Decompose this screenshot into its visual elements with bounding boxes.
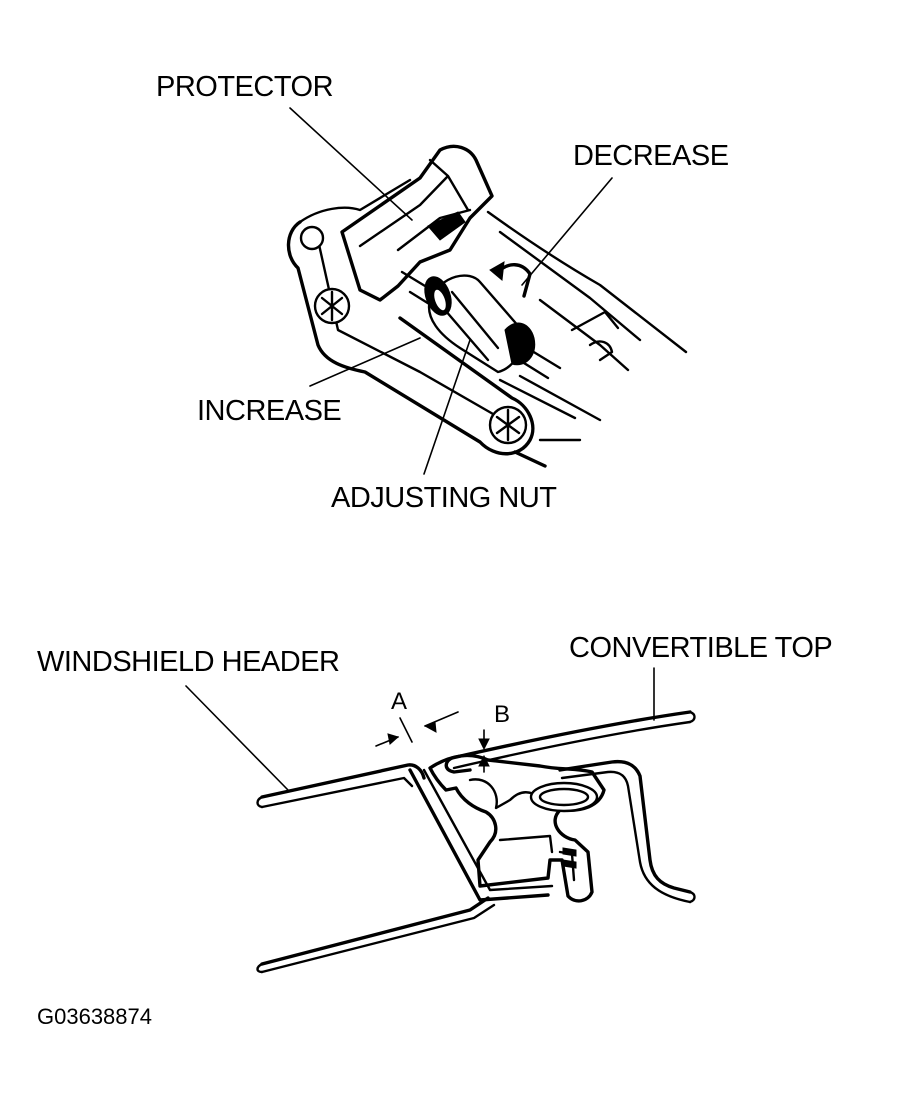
bolt-left-icon xyxy=(313,287,351,325)
dimension-markers xyxy=(375,711,490,773)
rail-clip xyxy=(570,310,620,362)
increase-leader xyxy=(309,337,421,387)
rail-lower-edge xyxy=(513,450,547,468)
rail-upper-2 xyxy=(498,230,642,372)
top-leader-lines xyxy=(289,107,613,475)
windshield-header-upper-skin-inner xyxy=(260,776,414,809)
hinge-arm-inner-edge xyxy=(316,238,502,420)
decrease-leader xyxy=(521,177,613,286)
hinge-arm-top-edge xyxy=(298,178,412,224)
label-windshield-header: WINDSHIELD HEADER xyxy=(37,646,340,678)
label-protector: PROTECTOR xyxy=(156,71,334,103)
seal-retainer-inner xyxy=(560,770,692,904)
protector-leader xyxy=(289,107,413,221)
adjusting-nut-leader xyxy=(423,339,471,475)
dimension-b-arrow-up xyxy=(478,754,490,767)
header-front-panel xyxy=(408,768,550,902)
pivot-hole xyxy=(299,225,325,251)
rail-lower xyxy=(498,374,602,442)
label-dimension-b: B xyxy=(494,701,511,728)
header-end-cap-left-top xyxy=(256,795,264,809)
header-front-panel-inner xyxy=(422,768,554,892)
windshield-header-upper-skin xyxy=(260,763,426,799)
windshield-header-cross-section xyxy=(256,710,696,974)
decrease-arrow-head xyxy=(489,261,505,281)
windshield-header-lower-skin xyxy=(260,896,490,966)
bottom-leader-lines xyxy=(185,667,655,791)
protector-shadow xyxy=(427,211,466,241)
label-adjusting-nut: ADJUSTING NUT xyxy=(331,482,557,514)
adjusting-nut-part xyxy=(424,274,536,374)
protector-face-line xyxy=(358,158,472,252)
windshield-header-lower-skin-inner xyxy=(260,903,496,974)
dimension-a-extension xyxy=(399,717,413,743)
retainer-end-cap xyxy=(688,890,696,904)
bolt-right-icon xyxy=(488,405,528,445)
dimension-b-arrow-down xyxy=(478,738,490,751)
label-increase: INCREASE xyxy=(197,395,342,427)
convertible-top-lip xyxy=(444,756,472,774)
weatherstrip-teeth xyxy=(562,847,577,869)
convertible-top-skin-inner xyxy=(452,720,692,770)
protector-part xyxy=(340,144,494,302)
header-end-cap-left-bottom xyxy=(256,962,264,974)
label-convertible-top: CONVERTIBLE TOP xyxy=(569,632,833,664)
hinge-arm-outline xyxy=(286,220,535,456)
figure-code: G03638874 xyxy=(37,1004,152,1029)
windshield-header-leader xyxy=(185,685,289,791)
dimension-a-line xyxy=(375,711,459,747)
convertible-top-skin xyxy=(450,710,692,760)
convertible-top-end-cap xyxy=(688,710,696,724)
dimension-a-arrow-right xyxy=(423,721,437,733)
label-dimension-a: A xyxy=(391,688,408,715)
hinge-assembly-illustration xyxy=(286,144,688,468)
dimension-a-arrow-left xyxy=(387,733,400,745)
label-decrease: DECREASE xyxy=(573,140,729,172)
seal-retainer xyxy=(558,759,692,894)
weatherstrip-bulb-inner xyxy=(538,787,590,807)
rail-upper xyxy=(486,210,688,354)
